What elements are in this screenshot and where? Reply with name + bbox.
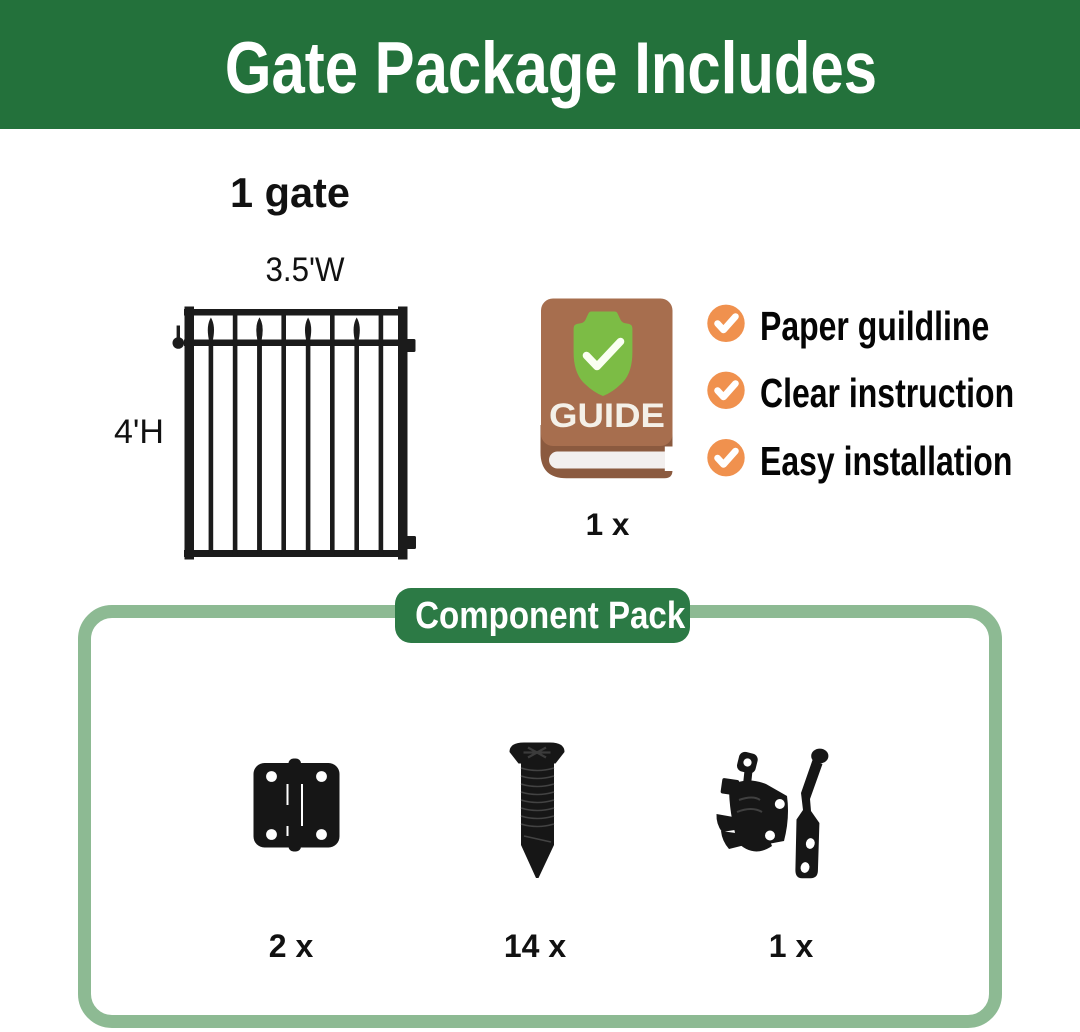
svg-text:GUIDE: GUIDE	[549, 397, 665, 435]
